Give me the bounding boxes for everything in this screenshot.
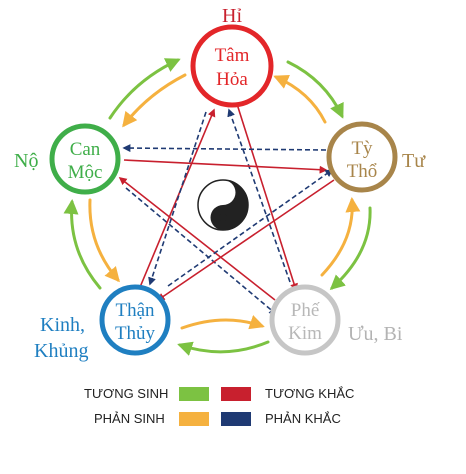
- node-thuy-line2: Thủy: [115, 323, 156, 344]
- node-moc-line2: Mộc: [68, 162, 103, 183]
- arrow-tuong-sinh-hoa-tho: [286, 60, 344, 119]
- yin-yang-icon: [197, 179, 249, 231]
- legend: TƯƠNG SINH TƯƠNG KHẮC PHẢN SINH PHẢN KHẮ…: [84, 386, 354, 426]
- legend-swatch-tuong-khac: [221, 387, 251, 401]
- arrow-tuong-sinh-kim-thuy: [177, 340, 270, 356]
- arrow-tuong-khac-thuy-hoa: [137, 108, 216, 293]
- node-thuy-line1: Thận: [115, 300, 155, 321]
- node-tho: Tỳ Thổ: [326, 121, 398, 193]
- legend-label-tuong-sinh: TƯƠNG SINH: [84, 386, 168, 401]
- node-kim-ring: [269, 284, 341, 356]
- arrow-phan-sinh-kim-tho: [320, 197, 361, 277]
- arrow-tuong-sinh-tho-kim: [329, 206, 372, 291]
- node-moc: Can Mộc: [49, 123, 121, 195]
- node-hoa-line1: Tâm: [215, 45, 250, 66]
- emotion-label-thuy-line1: Kinh,: [40, 314, 85, 336]
- emotion-label-moc: Nộ: [14, 150, 38, 172]
- node-hoa: Tâm Hỏa: [190, 24, 274, 108]
- arrow-phan-sinh-hoa-moc: [122, 73, 187, 128]
- legend-label-phan-khac: PHẢN KHẮC: [265, 411, 341, 426]
- arrow-phan-khac-hoa-thuy: [148, 111, 207, 286]
- node-kim-line2: Kim: [288, 323, 322, 344]
- emotion-label-hoa: Hỉ: [222, 5, 242, 27]
- arrow-tuong-khac-kim-moc: [118, 177, 276, 301]
- emotion-label-tho: Tư: [402, 150, 426, 172]
- arrow-phan-sinh-thuy-kim: [180, 315, 265, 330]
- arrow-phan-khac-thuy-tho: [167, 169, 334, 287]
- node-thuy: Thận Thủy: [99, 284, 171, 356]
- emotion-label-thuy-line2: Khủng: [34, 340, 88, 362]
- controlling-star-arrows: [118, 103, 335, 316]
- node-moc-ring: [49, 123, 121, 195]
- arrow-phan-khac-moc-kim: [125, 187, 278, 316]
- arrow-tuong-khac-moc-tho: [123, 159, 328, 174]
- node-thuy-ring: [99, 284, 171, 356]
- arrow-tuong-khac-tho-thuy: [156, 179, 335, 301]
- node-kim: Phế Kim: [269, 284, 341, 356]
- arrow-tuong-sinh-moc-hoa: [108, 58, 181, 120]
- legend-swatch-phan-khac: [221, 412, 251, 426]
- arrow-phan-khac-tho-moc: [122, 144, 327, 153]
- arrow-tuong-khac-hoa-kim: [236, 103, 298, 292]
- arrow-phan-khac-kim-hoa: [227, 108, 291, 283]
- emotion-label-kim: Ưu, Bi: [348, 323, 403, 345]
- arrow-phan-sinh-moc-thuy: [88, 198, 120, 283]
- legend-swatch-tuong-sinh: [179, 387, 209, 401]
- node-tho-ring: [326, 121, 398, 193]
- node-tho-line2: Thổ: [347, 161, 378, 182]
- node-hoa-line2: Hỏa: [216, 69, 248, 90]
- node-moc-line1: Can: [70, 139, 101, 160]
- node-hoa-ring: [190, 24, 274, 108]
- node-tho-line1: Tỳ: [351, 138, 373, 159]
- arrow-phan-sinh-tho-hoa: [273, 74, 327, 124]
- legend-swatch-phan-sinh: [179, 412, 209, 426]
- legend-label-phan-sinh: PHẢN SINH: [94, 411, 165, 426]
- generating-cycle-arrows: [63, 58, 372, 356]
- legend-label-tuong-khac: TƯƠNG KHẮC: [265, 386, 354, 401]
- arrow-tuong-sinh-thuy-moc: [63, 199, 102, 290]
- node-kim-line1: Phế: [291, 300, 320, 321]
